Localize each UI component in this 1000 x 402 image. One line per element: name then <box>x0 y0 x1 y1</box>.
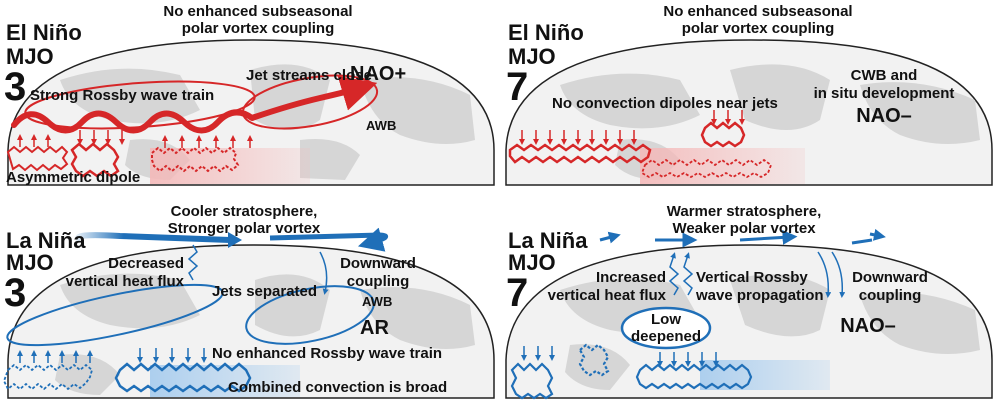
mjo-label: MJO <box>508 250 556 275</box>
jet-ellipse-right <box>245 285 375 345</box>
jet-ellipse <box>241 74 379 130</box>
header-line-2: polar vortex coupling <box>682 20 835 37</box>
convection-blobs <box>510 343 753 400</box>
weak-vortex-arrow-4 <box>851 234 880 243</box>
increased-label-2: vertical heat flux <box>548 287 667 304</box>
downdraft-arrows <box>519 110 745 145</box>
mjo-label: MJO <box>6 44 54 69</box>
phase-label: La Niña <box>6 228 86 253</box>
panel-top-left: El Niño MJO 3 No enhanced subseasonal po… <box>4 3 495 186</box>
panel-bottom-left: La Niña MJO 3 Cooler stratosphere, Stron… <box>3 203 495 399</box>
polar-vortex-head <box>228 232 242 248</box>
mjo-number: 7 <box>506 271 528 315</box>
rossby-label: Strong Rossby wave train <box>30 87 214 104</box>
cwb-label-1: CWB and <box>851 67 918 84</box>
downward-arrow <box>319 251 329 295</box>
convection-shading <box>700 360 830 390</box>
cwb-label-2: in situ development <box>814 85 955 102</box>
downward-label-1: Downward <box>340 255 416 272</box>
downdraft-arrows <box>521 346 719 367</box>
nao-label: NAO– <box>840 315 896 337</box>
no-rossby-label: No enhanced Rossby wave train <box>212 345 442 362</box>
phase-label: La Niña <box>508 228 588 253</box>
downward-arrow-1 <box>817 251 832 298</box>
weak-vortex-arrow-1 <box>599 231 621 244</box>
jets-label: Jets separated <box>212 283 317 300</box>
decreased-label-2: vertical heat flux <box>66 273 185 290</box>
jet-arrow <box>251 75 378 121</box>
mjo-number: 3 <box>4 65 26 109</box>
land-masses <box>560 274 980 390</box>
panel-top-right: El Niño MJO 7 No enhanced subseasonal po… <box>505 3 993 186</box>
header-line-2: Weaker polar vortex <box>672 220 816 237</box>
increased-label-1: Increased <box>596 269 666 286</box>
convection-shading <box>150 148 310 184</box>
awb-label: AWB <box>362 294 392 309</box>
header-line-1: No enhanced subseasonal <box>163 3 352 20</box>
downward-arrow-2 <box>831 251 846 298</box>
mjo-label: MJO <box>6 250 54 275</box>
jet-ellipse-left <box>6 283 224 347</box>
weak-vortex-arrow-3 <box>739 229 798 245</box>
convection-shading <box>640 148 805 184</box>
nao-label: NAO+ <box>350 63 406 85</box>
header-line-2: Stronger polar vortex <box>168 220 321 237</box>
ar-label: AR <box>360 317 389 339</box>
mjo-number: 7 <box>506 65 528 109</box>
vertical-rossby-label-2: wave propagation <box>695 287 824 304</box>
low-label-1: Low <box>651 311 681 328</box>
header-line-1: Warmer stratosphere, <box>667 203 822 220</box>
downward-label-2: coupling <box>859 287 922 304</box>
header-line-1: No enhanced subseasonal <box>663 3 852 20</box>
low-label-2: deepened <box>631 328 701 345</box>
heat-flux-squiggle-1 <box>668 252 680 296</box>
downward-label-1: Downward <box>852 269 928 286</box>
downward-label-2: coupling <box>347 273 410 290</box>
jets-label: Jet streams close <box>246 67 372 84</box>
header-line-1: Cooler stratosphere, <box>171 203 318 220</box>
combined-label: Combined convection is broad <box>228 379 447 396</box>
mjo-number: 3 <box>4 271 26 315</box>
heat-flux-squiggle <box>187 244 199 281</box>
convection-blobs <box>508 121 773 179</box>
decreased-label-1: Decreased <box>108 255 184 272</box>
phase-label: El Niño <box>6 20 82 45</box>
polar-vortex-arrow-right <box>269 227 389 252</box>
no-convection-label: No convection dipoles near jets <box>552 95 778 112</box>
phase-label: El Niño <box>508 20 584 45</box>
awb-label: AWB <box>366 118 396 133</box>
convection-blobs <box>3 362 252 393</box>
updraft-arrows <box>17 130 253 148</box>
dipole-label: Asymmetric dipole <box>6 169 140 186</box>
heat-flux-squiggle-2 <box>682 252 694 296</box>
updraft-arrows <box>17 348 207 363</box>
mjo-label: MJO <box>508 44 556 69</box>
panel-bottom-right: La Niña MJO 7 Warmer stratosphere, Weake… <box>505 203 993 400</box>
low-ellipse <box>620 306 712 350</box>
vertical-rossby-label-1: Vertical Rossby <box>696 269 808 286</box>
header-line-2: polar vortex coupling <box>182 20 335 37</box>
nao-label: NAO– <box>856 105 912 127</box>
polar-vortex-arrow-left <box>75 232 231 243</box>
